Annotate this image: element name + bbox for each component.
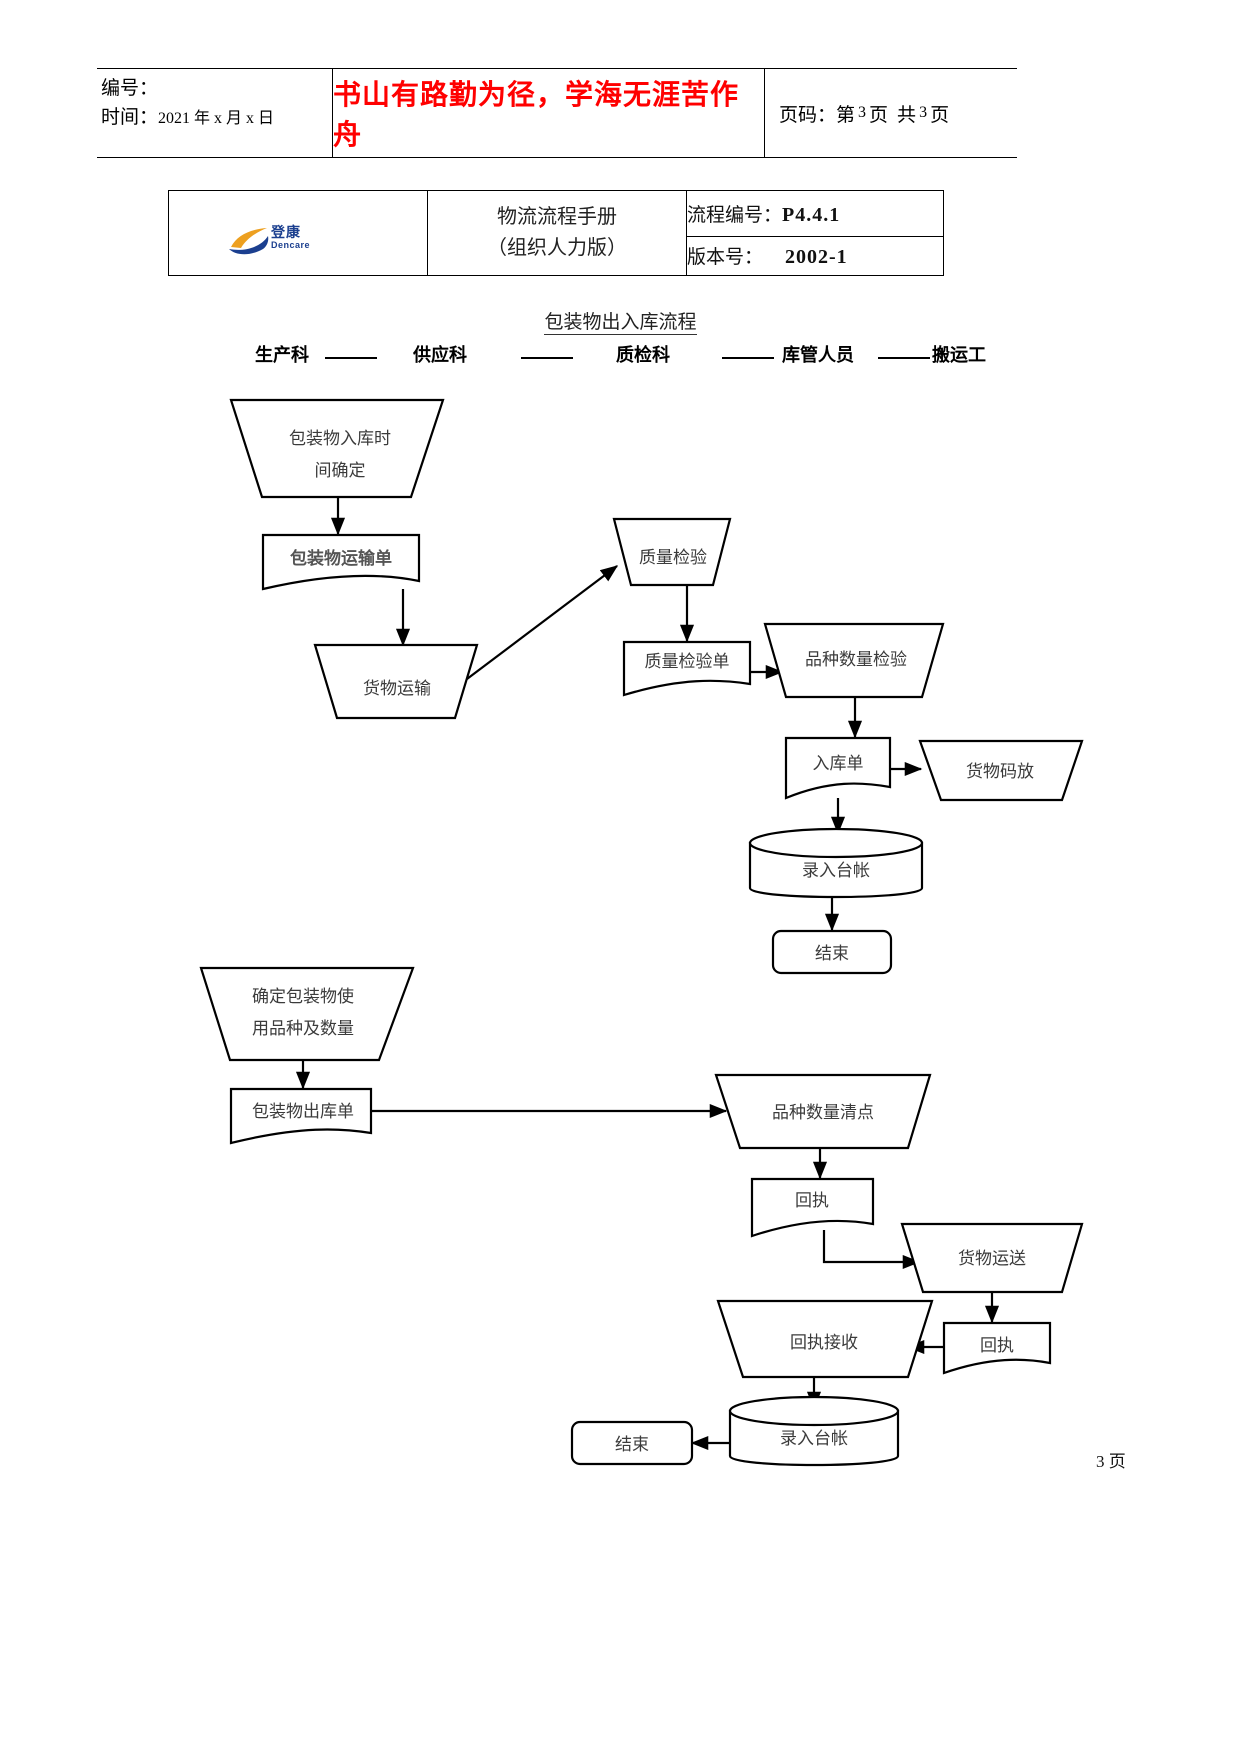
node-ledger-entry2-top (728, 1395, 900, 1427)
page-text-first: 第 (836, 104, 856, 126)
label-receipt-doc: 回执 (795, 1191, 829, 1210)
header-time-value: 2021 年 x 月 x 日 (158, 109, 275, 127)
logo-name-cn: 登康 (271, 225, 301, 241)
node-end-top-shape[interactable] (771, 929, 893, 975)
swimlane-header: 生产科 供应科 质检科 库管人员 搬运工 (0, 341, 1241, 367)
label-qty-check: 品种数量检验 (805, 650, 907, 669)
header-number-line: 编号： (101, 75, 332, 104)
node-outbound-doc-shape[interactable] (229, 1087, 373, 1145)
label-quality-check: 质量检验 (639, 548, 707, 567)
running-header: 编号： 时间：2021 年 x 月 x 日 书山有路勤为径，学海无涯苦作舟 页码… (97, 68, 1017, 158)
page-text-unit1: 页 (869, 104, 889, 126)
logo-name-en: Dencare (271, 240, 311, 250)
node-inbound-time-shape[interactable] (229, 398, 445, 499)
header-time-line: 时间：2021 年 x 月 x 日 (101, 104, 332, 133)
manual-title-cell: 物流流程手册 （组织人力版） (427, 190, 687, 276)
node-receipt-receive-shape[interactable] (716, 1299, 934, 1379)
process-code-label: 流程编号： (687, 204, 783, 226)
label-outbound-doc: 包装物出库单 (252, 1102, 354, 1121)
node-quality-check-shape[interactable] (612, 517, 732, 587)
page-label: 页码： (779, 104, 837, 126)
label-end-top: 结束 (815, 944, 849, 963)
flowchart-title-text: 包装物出入库流程 (544, 312, 697, 335)
node-goods-delivery-shape[interactable] (900, 1222, 1084, 1294)
edge-n3-n4 (454, 565, 619, 689)
identity-row-top: 登康 Dencare 物流流程手册 （组织人力版） 流程编号：P4.4.1 (168, 190, 944, 276)
label-inbound-time-2: 间确定 (315, 461, 366, 480)
node-qty-count-shape[interactable] (714, 1073, 932, 1150)
page-text-unit2: 页 (930, 104, 950, 126)
node-end-bottom-shape[interactable] (570, 1420, 694, 1466)
node-quality-doc-shape[interactable] (622, 640, 752, 697)
header-left-cell: 编号： 时间：2021 年 x 月 x 日 (97, 69, 333, 157)
flow-connectors (295, 497, 1000, 1451)
lane-rule-2 (521, 357, 573, 359)
lane-label-production: 生产科 (255, 345, 309, 366)
page-text-total: 共 (897, 104, 917, 126)
label-confirm-usage-1: 确定包装物使 (252, 986, 354, 1006)
label-transport-doc: 包装物运输单 (290, 548, 392, 569)
version-label: 版本号： (687, 247, 764, 269)
header-time-label: 时间： (101, 106, 159, 128)
label-goods-transport: 货物运输 (363, 679, 431, 698)
logo-mark-icon (229, 228, 269, 255)
version-value: 2002-1 (785, 246, 848, 269)
logo-cell: 登康 Dencare (168, 190, 428, 276)
header-number-label: 编号： (101, 78, 159, 99)
node-qty-check-shape[interactable] (763, 622, 945, 699)
identity-row-bottom: 版本号： 2002-1 (169, 235, 944, 277)
node-goods-transport-shape[interactable] (313, 643, 479, 720)
node-receipt-doc-shape[interactable] (750, 1177, 875, 1238)
lane-rule-1 (325, 357, 377, 359)
logo-wordmark: 登康 Dencare (271, 226, 310, 250)
lane-label-warehouse: 库管人员 (782, 345, 854, 366)
label-qty-count: 品种数量清点 (772, 1103, 874, 1122)
node-ledger-entry2-shape[interactable] (728, 1409, 900, 1467)
lane-label-supply: 供应科 (413, 345, 467, 366)
node-goods-stacking-shape[interactable] (918, 739, 1084, 802)
lane-label-porter: 搬运工 (932, 345, 986, 366)
document-identity-table: 登康 Dencare 物流流程手册 （组织人力版） 流程编号：P4.4.1 版本… (168, 190, 944, 277)
label-goods-stacking: 货物码放 (966, 762, 1034, 781)
label-goods-delivery: 货物运送 (958, 1249, 1026, 1268)
label-inbound-time-1: 包装物入库时 (289, 429, 391, 448)
lane-rule-4 (878, 357, 930, 359)
label-quality-doc: 质量检验单 (645, 652, 730, 671)
header-slogan-cell: 书山有路勤为径，学海无涯苦作舟 (333, 69, 765, 157)
label-ledger-entry: 录入台帐 (802, 861, 870, 880)
version-cell: 版本号： 2002-1 (686, 235, 944, 277)
node-transport-doc-shape[interactable] (261, 533, 421, 591)
page-total: 3 (919, 104, 928, 121)
node-receipt-doc2-shape[interactable] (942, 1321, 1052, 1375)
page-current: 3 (858, 104, 867, 121)
header-slogan: 书山有路勤为径，学海无涯苦作舟 (333, 78, 740, 151)
flow-node-labels: 包装物入库时 间确定 包装物运输单 货物运输 质量检验 质量检验单 品种数量检验… (252, 429, 1034, 1454)
process-code-cell: 流程编号：P4.4.1 (686, 190, 944, 237)
node-ledger-entry-top (748, 827, 924, 859)
label-ledger-entry2: 录入台帐 (780, 1429, 848, 1448)
label-receipt-receive: 回执接收 (790, 1333, 858, 1352)
label-receipt-doc2: 回执 (980, 1336, 1014, 1355)
dencare-logo: 登康 Dencare (227, 225, 357, 259)
flowchart-title: 包装物出入库流程 (0, 307, 1241, 335)
node-inbound-doc-shape[interactable] (784, 736, 892, 800)
edge-n14-n15 (822, 1230, 921, 1270)
label-confirm-usage-2: 用品种及数量 (252, 1019, 354, 1038)
lane-rule-3 (722, 357, 774, 359)
lane-label-qc: 质检科 (616, 345, 670, 366)
label-end-bottom: 结束 (615, 1435, 649, 1454)
node-confirm-usage-shape[interactable] (199, 966, 415, 1062)
manual-title-line1: 物流流程手册 (497, 206, 617, 228)
label-inbound-doc: 入库单 (813, 754, 864, 773)
process-code-value: P4.4.1 (782, 203, 841, 226)
page-footer-marker: 3 页 (1096, 1452, 1126, 1471)
manual-title-line2: （组织人力版） (487, 237, 627, 259)
node-ledger-entry-shape[interactable] (748, 841, 924, 899)
